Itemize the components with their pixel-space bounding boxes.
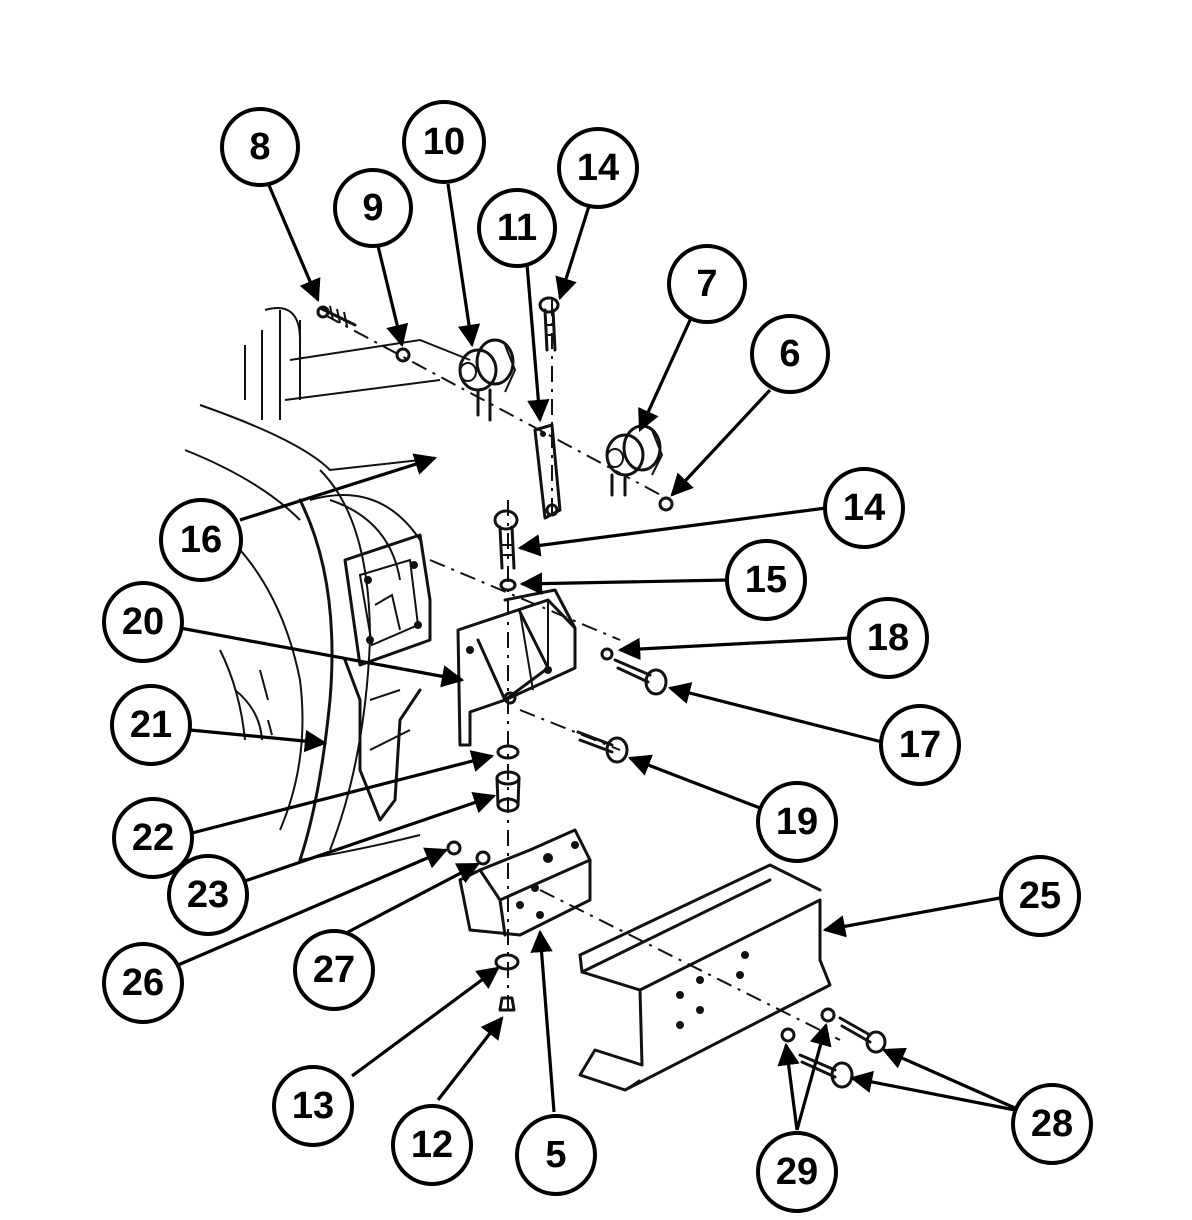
nut-12 [498,996,516,1012]
spacer-23 [495,770,521,813]
callout-19-label: 19 [776,801,818,843]
callout-22-label: 22 [132,817,174,859]
callout-14-middle: 14 [823,467,905,549]
callout-22: 22 [112,797,194,879]
callout-13: 13 [272,1065,354,1147]
callout-19: 19 [756,781,838,863]
callout-7: 7 [667,244,747,324]
nut-26 [446,840,462,856]
bolt-8 [316,305,357,327]
frame-rail-25 [578,863,832,1092]
callout-17: 17 [879,704,961,786]
clamp-10 [458,338,517,422]
link-11 [533,423,562,520]
callout-27: 27 [293,929,375,1011]
callout-28: 28 [1011,1083,1093,1165]
nuts-29 [780,1007,836,1043]
callout-17-label: 17 [899,724,941,766]
callout-23: 23 [167,854,249,936]
callout-8: 8 [220,107,300,187]
callout-25: 25 [999,855,1081,937]
callout-14-top-label: 14 [577,147,619,189]
clamp-7 [605,424,664,497]
washer-18 [600,647,614,661]
callout-11-label: 11 [497,207,537,249]
callout-27-label: 27 [313,949,355,991]
callout-20-label: 20 [122,601,164,643]
callout-14-top: 14 [557,127,639,209]
bolt-14-top [538,296,560,352]
callout-29-label: 29 [776,1151,818,1193]
mounting-bracket-20 [456,588,577,747]
callout-25-label: 25 [1019,875,1061,917]
callout-13-label: 13 [292,1085,334,1127]
callout-26-label: 26 [122,962,164,1004]
leader-lines [177,182,1016,1131]
washer-22 [496,744,520,760]
callout-10-label: 10 [423,121,465,163]
callout-7-label: 7 [696,263,717,305]
callout-5: 5 [515,1114,597,1196]
callout-28-label: 28 [1031,1103,1073,1145]
bolt-17 [613,658,668,696]
support-5 [458,828,592,937]
callout-23-label: 23 [187,874,229,916]
bolt-14-middle [493,509,519,570]
callout-11: 11 [477,188,557,268]
callout-16: 16 [159,498,243,582]
callout-15: 15 [725,539,807,621]
callout-15-label: 15 [745,559,787,601]
washer-27 [475,850,491,866]
callout-12: 12 [391,1104,473,1186]
callout-12-label: 12 [411,1124,453,1166]
callout-18-label: 18 [867,617,909,659]
washer-9 [395,347,411,363]
transmission-flange [343,533,432,822]
bolt-19 [576,730,629,764]
callout-21: 21 [110,684,192,766]
nut-6 [658,496,674,512]
callout-9: 9 [333,168,413,248]
callout-21-label: 21 [130,704,172,746]
callout-10: 10 [402,100,486,184]
callout-14-middle-label: 14 [843,487,885,529]
callout-8-label: 8 [249,126,270,168]
washer-15 [499,578,517,592]
callout-16-label: 16 [180,519,222,561]
callout-26: 26 [102,942,184,1024]
callout-6-label: 6 [779,333,800,375]
washer-13 [494,953,520,971]
callout-18: 18 [847,597,929,679]
callout-20: 20 [102,581,184,663]
callout-29: 29 [756,1131,838,1213]
callout-6: 6 [750,314,830,394]
callout-9-label: 9 [362,187,383,229]
callout-5-label: 5 [545,1134,566,1176]
